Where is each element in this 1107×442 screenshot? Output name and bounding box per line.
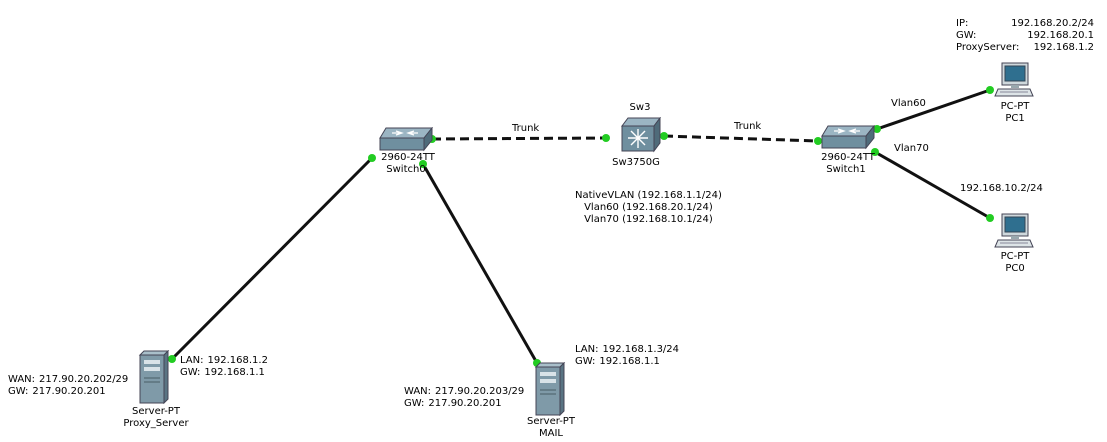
- switch1-model-label: 2960-24TT: [821, 152, 875, 163]
- note-row: GW:217.90.20.201: [8, 386, 128, 398]
- switch-icon: [821, 125, 876, 150]
- pc-icon: [994, 62, 1034, 97]
- note-key: GW:: [8, 386, 29, 397]
- port-switch0-proxy: [368, 154, 376, 162]
- note-value: 192.168.1.1: [599, 356, 660, 367]
- note-value: 217.90.20.203/29: [435, 386, 525, 397]
- switch0-name-label: Switch0: [386, 164, 426, 175]
- trunk-left-label: Trunk: [512, 123, 540, 134]
- note-key: LAN:: [180, 355, 204, 366]
- sw3-note-line: NativeVLAN (192.168.1.1/24): [575, 190, 722, 201]
- note-row: LAN:192.168.1.2: [180, 355, 268, 367]
- link-switch0-mail[interactable]: [421, 163, 539, 364]
- port-switch1-vlan60: [873, 125, 881, 133]
- pc0-model-label: PC-PT: [1000, 251, 1030, 262]
- note-row: GW: 192.168.20.1: [956, 30, 1094, 42]
- mail-name-label: MAIL: [539, 428, 563, 439]
- note-value: 192.168.1.2: [207, 355, 268, 366]
- note-row: GW:192.168.1.1: [575, 356, 679, 368]
- link-switch1-pc0[interactable]: [874, 150, 991, 220]
- note-key: GW:: [956, 30, 977, 41]
- pc-icon: [994, 213, 1034, 248]
- port-sw3-right: [660, 132, 668, 140]
- vlan70-label: Vlan70: [894, 143, 929, 154]
- note-key: ProxyServer:: [956, 42, 1020, 53]
- proxy-model-label: Server-PT: [132, 406, 180, 417]
- port-switch1-trunk: [814, 137, 822, 145]
- sw3-vlan-note: NativeVLAN (192.168.1.1/24) Vlan60 (192.…: [575, 190, 722, 226]
- note-key: GW:: [180, 367, 201, 378]
- note-value: 192.168.1.1: [204, 367, 265, 378]
- sw3-top-label: Sw3: [629, 102, 651, 113]
- trunk-right-label: Trunk: [734, 121, 762, 132]
- note-value: 217.90.20.201: [428, 398, 502, 409]
- port-switch0-mail: [419, 160, 427, 168]
- mail-wan-note: WAN:217.90.20.203/29 GW:217.90.20.201: [404, 386, 525, 410]
- switch1-name-label: Switch1: [826, 164, 866, 175]
- note-row: GW:217.90.20.201: [404, 398, 524, 410]
- link-switch0-sw3[interactable]: [431, 136, 607, 141]
- link-sw3-switch1[interactable]: [663, 134, 819, 143]
- sw3750g-device[interactable]: [620, 117, 662, 153]
- proxy-name-label: Proxy_Server: [123, 418, 189, 429]
- note-row: LAN:192.168.1.3/24: [575, 344, 679, 356]
- note-value: 217.90.20.201: [32, 386, 106, 397]
- note-value: 192.168.1.2: [1033, 42, 1094, 53]
- note-value: 192.168.1.3/24: [602, 344, 680, 355]
- port-sw3-left: [602, 134, 610, 142]
- port-pc1: [986, 86, 994, 94]
- mail-server-device[interactable]: [534, 362, 566, 416]
- note-value: 192.168.20.2/24: [1011, 18, 1094, 29]
- port-pc0: [986, 214, 994, 222]
- proxy-wan-note: WAN:217.90.20.202/29 GW:217.90.20.201: [8, 374, 129, 398]
- proxy-server-device[interactable]: [138, 350, 170, 404]
- note-row: GW:192.168.1.1: [180, 367, 268, 379]
- switch0-model-label: 2960-24TT: [381, 152, 435, 163]
- pc1-device[interactable]: [994, 62, 1034, 98]
- switch1-device[interactable]: [820, 125, 876, 151]
- note-value: 192.168.20.1: [1027, 30, 1094, 41]
- link-switch1-pc1[interactable]: [876, 88, 991, 131]
- server-icon: [138, 350, 170, 404]
- pc0-name-label: PC0: [1005, 263, 1025, 274]
- mail-lan-note: LAN:192.168.1.3/24 GW:192.168.1.1: [575, 344, 680, 368]
- port-switch1-vlan70: [871, 148, 879, 156]
- note-key: WAN:: [8, 374, 36, 385]
- mail-model-label: Server-PT: [527, 416, 575, 427]
- note-row: WAN:217.90.20.202/29: [8, 374, 128, 386]
- note-row: WAN:217.90.20.203/29: [404, 386, 524, 398]
- note-key: GW:: [575, 356, 596, 367]
- sw3-name-label: Sw3750G: [612, 157, 660, 168]
- switch-icon: [379, 127, 434, 152]
- switch0-device[interactable]: [378, 127, 434, 153]
- note-key: WAN:: [404, 386, 432, 397]
- pc0-ip-note: 192.168.10.2/24: [960, 183, 1043, 195]
- note-value: 217.90.20.202/29: [39, 374, 129, 385]
- link-switch0-proxy[interactable]: [170, 156, 374, 361]
- note-key: IP:: [956, 18, 969, 29]
- vlan60-label: Vlan60: [891, 98, 926, 109]
- proxy-lan-note: LAN:192.168.1.2 GW:192.168.1.1: [180, 355, 268, 379]
- multilayer-switch-icon: [621, 117, 661, 153]
- note-row: ProxyServer: 192.168.1.2: [956, 42, 1094, 54]
- server-icon: [534, 362, 566, 416]
- note-key: GW:: [404, 398, 425, 409]
- note-row: IP: 192.168.20.2/24: [956, 18, 1094, 30]
- note-key: LAN:: [575, 344, 599, 355]
- pc1-name-label: PC1: [1005, 113, 1025, 124]
- pc0-device[interactable]: [994, 213, 1034, 249]
- pc1-model-label: PC-PT: [1000, 101, 1030, 112]
- port-proxy: [168, 355, 176, 363]
- pc1-config-note: IP: 192.168.20.2/24 GW: 192.168.20.1 Proxy…: [956, 18, 1094, 54]
- sw3-note-line: Vlan70 (192.168.10.1/24): [584, 214, 713, 225]
- sw3-note-line: Vlan60 (192.168.20.1/24): [584, 202, 713, 213]
